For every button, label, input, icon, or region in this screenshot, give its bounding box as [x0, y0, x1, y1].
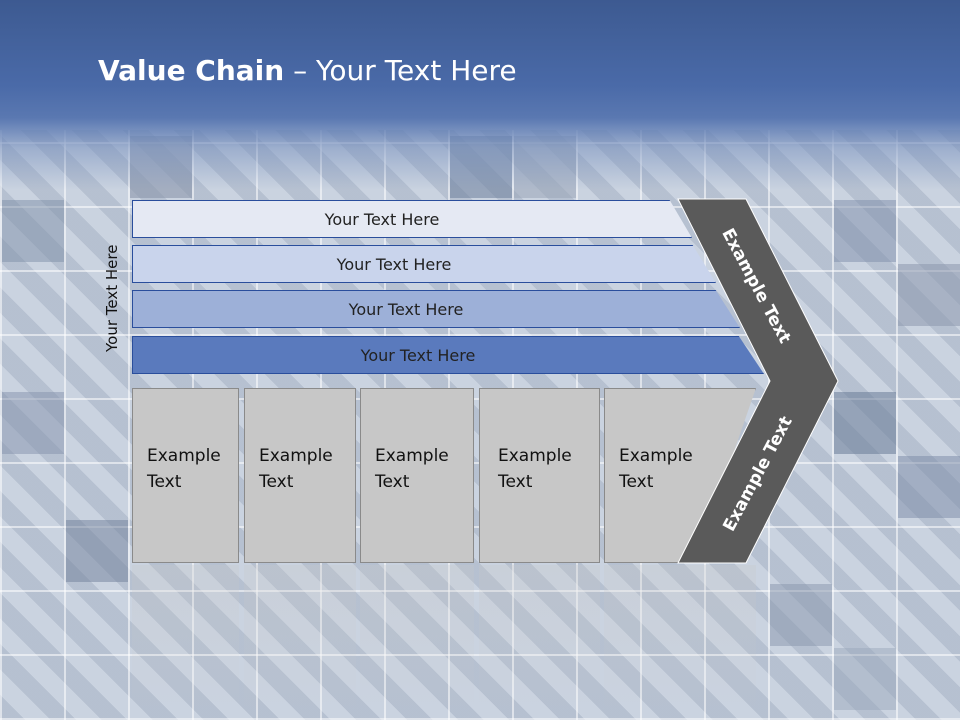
box-text-line2: Text: [147, 472, 182, 492]
box-text-line1: Example: [259, 446, 333, 466]
box-text-line2: Text: [619, 472, 654, 492]
support-band-4: Your Text Here: [132, 336, 764, 374]
box-text-line1: Example: [498, 446, 572, 466]
collage-photo: [834, 200, 896, 262]
support-band-3: Your Text Here: [132, 290, 740, 328]
box-text-line2: Text: [498, 472, 533, 492]
box-text-line2: Text: [259, 472, 294, 492]
collage-photo: [834, 392, 896, 454]
band-label: Your Text Here: [360, 345, 476, 365]
collage-photo: [66, 520, 128, 582]
collage-photo: [2, 200, 64, 262]
title-bold: Value Chain: [98, 54, 285, 87]
collage-photo: [2, 392, 64, 454]
collage-photo: [834, 648, 896, 710]
box-text-line1: Example: [147, 446, 221, 466]
support-band-1: Your Text Here: [132, 200, 692, 238]
collage-photo: [898, 456, 960, 518]
box-text-line2: Text: [375, 472, 410, 492]
slide-title: Value Chain – Your Text Here: [98, 54, 517, 87]
support-band-2: Your Text Here: [132, 245, 716, 283]
collage-photo: [770, 584, 832, 646]
header-band: [0, 0, 960, 190]
collage-photo: [898, 264, 960, 326]
box-text-line1: Example: [375, 446, 449, 466]
title-rest: – Your Text Here: [284, 54, 517, 87]
band-label: Your Text Here: [336, 254, 452, 274]
chevron-shape: [677, 198, 839, 564]
band-label: Your Text Here: [348, 299, 464, 319]
box-text-line1: Example: [619, 446, 693, 466]
band-label: Your Text Here: [324, 209, 440, 229]
